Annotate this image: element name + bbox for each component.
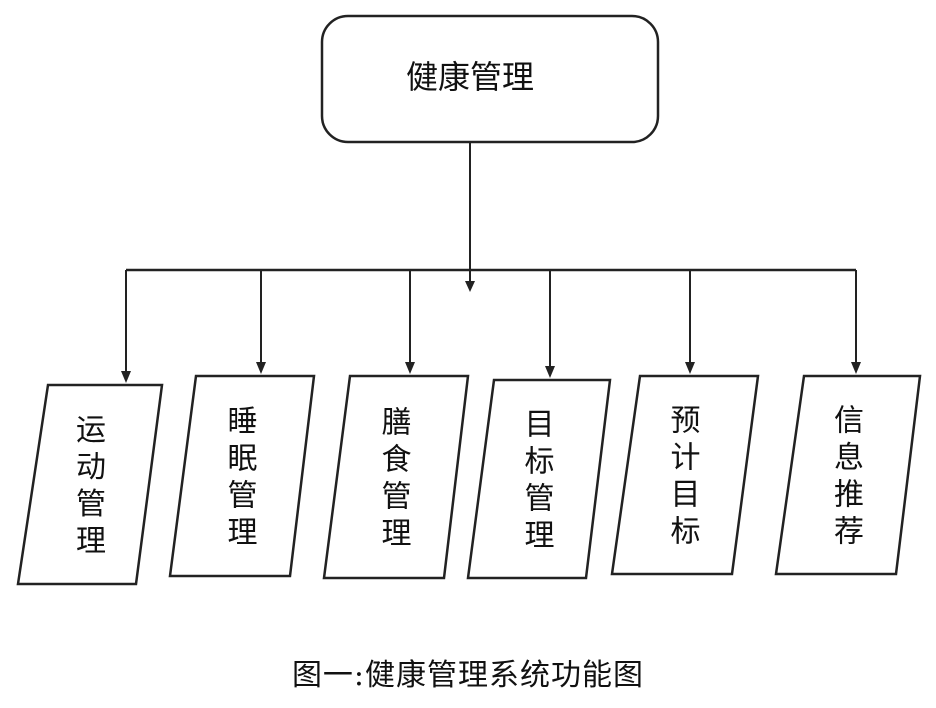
child-node-5: 预计目标 [610,374,760,576]
child-node-2: 睡眠管理 [168,374,316,578]
branch-arrowhead-4 [545,366,555,378]
child-node-label-3: 膳食管理 [382,406,412,552]
child-nodes: 运动管理 睡眠管理 膳食管理 目标管理 预计目标 信息推荐 [16,374,922,586]
root-node-box [320,14,660,144]
branch-arrowhead-6 [851,362,861,374]
child-node-6: 信息推荐 [774,374,922,576]
child-node-label-2: 睡眠管理 [228,405,258,551]
child-node-label-5: 预计目标 [671,404,701,550]
child-node-1: 运动管理 [16,383,164,586]
child-node-4: 目标管理 [466,378,612,580]
child-node-label-6: 信息推荐 [834,404,864,550]
child-node-box-3 [322,374,470,580]
child-node-box-6 [774,374,922,576]
child-node-label-4: 目标管理 [525,408,555,554]
root-node-label: 健康管理 [406,58,534,96]
child-node-box-2 [168,374,316,578]
figure-caption: 图一:健康管理系统功能图 [291,658,645,693]
child-node-box-5 [610,374,760,576]
branch-arrowhead-1 [121,371,131,383]
child-node-3: 膳食管理 [322,374,470,580]
branch-arrowhead-2 [256,362,266,374]
branch-connectors [121,270,861,383]
child-node-box-1 [16,383,164,586]
branch-arrowhead-5 [685,362,695,374]
root-node: 健康管理 [320,14,660,144]
trunk-arrowhead [465,281,475,292]
child-node-label-1: 运动管理 [76,413,106,559]
branch-arrowhead-3 [405,362,415,374]
child-node-box-4 [466,378,612,580]
